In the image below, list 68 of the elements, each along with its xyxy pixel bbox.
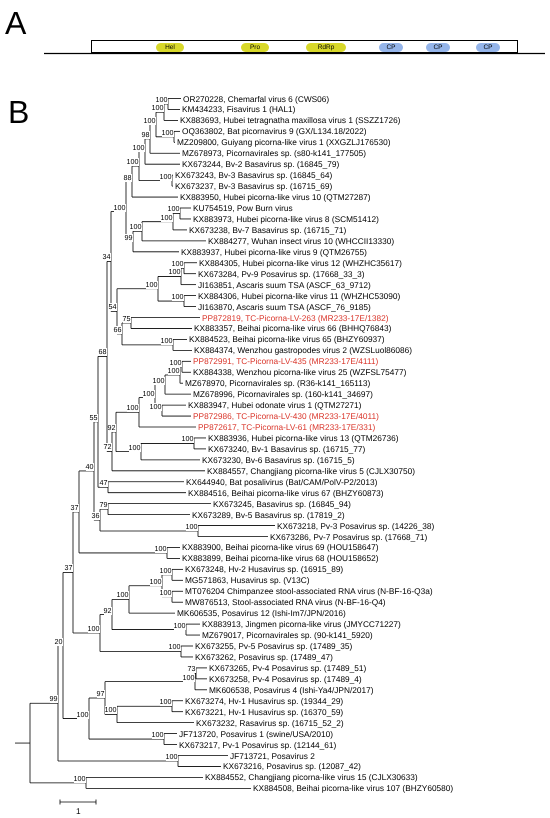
taxon-label: MZ678996, Picornavirales sp. (160-k141_34697)	[193, 389, 373, 400]
taxon-label: JI163870, Ascaris suum TSA (ASCF_76_9185)	[198, 302, 371, 312]
taxon-label: PP872986, TC-Picorna-LV-430 (MR233-17E/4011)	[193, 411, 379, 422]
taxon-label: KX673232, Rasavirus sp. (16715_52_2)	[196, 718, 344, 728]
taxon-label: MZ209800, Guiyang picorna-like virus 1 (XXGZLJ176530)	[177, 137, 391, 148]
taxon-label: KX884523, Beihai picorna-like virus 65 (BHZY60937)	[189, 334, 385, 344]
taxon-label: KX673265, Pv-4 Posavirus sp. (17489_51)	[209, 662, 366, 673]
taxon-label: OQ363802, Bat picornavirus 9 (GX/L134.18/2022)	[182, 126, 366, 136]
taxon-label: KX884277, Wuhan insect virus 10 (WHCCII13330)	[208, 236, 394, 246]
taxon-label: KX673218, Pv-3 Posavirus sp. (14226_38)	[277, 520, 434, 531]
taxon-label: KX673217, Pv-1 Posavirus sp. (12144_61)	[179, 740, 336, 750]
panel-letter: B	[8, 96, 30, 128]
taxon-label: MZ678970, Picornavirales sp. (R36-k141_165113)	[185, 378, 370, 388]
taxon-label: KX884306, Hubei picorna-like virus 11 (WHZHC53090)	[198, 290, 400, 301]
taxon-label: KX673255, Pv-5 Posavirus sp. (17489_35)	[195, 641, 352, 651]
taxon-label: KX673243, Bv-3 Basavirus sp. (16845_64)	[175, 170, 332, 180]
taxon-label: MZ678973, Picornavirales sp. (s80-k141_177505)	[182, 148, 366, 158]
taxon-label: KU754519, Pow Burn virus	[193, 203, 293, 213]
taxon-label: MZ679017, Picornavirales sp. (90-k141_5920)	[202, 630, 373, 640]
taxon-label: KX883693, Hubei tetragnatha maxillosa virus 1 (SSZZ1726)	[180, 115, 400, 126]
taxon-label: KX883357, Beihai picorna-like virus 66 (BHHQ76843)	[194, 323, 392, 334]
taxon-label: PP872819, TC-Picorna-LV-263 (MR233-17E/1382)	[202, 312, 388, 322]
taxon-label: KX644940, Bat posalivirus (Bat/CAM/PolV-P2/2013)	[186, 476, 378, 487]
taxon-label: KX673240, Bv-1 Basavirus sp. (16715_77)	[208, 444, 366, 454]
taxon-label: KX884374, Wenzhou gastropodes virus 2 (WZSLuol86086)	[194, 345, 412, 356]
taxon-label: KX883973, Hubei picorna-like virus 8 (SCM51412)	[193, 214, 379, 224]
taxon-label: KX673238, Bv-7 Basavirus sp. (16715_71)	[189, 224, 346, 235]
taxon-label: KX673289, Bv-5 Basavirus sp. (17819_2)	[192, 510, 345, 520]
taxon-label: KX673258, Pv-4 Posavirus sp. (17489_4)	[209, 674, 362, 684]
panel-letter: A	[5, 7, 26, 39]
taxon-label: KX673230, Bv-6 Basavirus sp. (16715_5)	[202, 454, 355, 465]
taxon-label: OR270228, Chemarfal virus 6 (CWS06)	[183, 94, 330, 104]
taxon-label: KX883900, Beihai picorna-like virus 69 (HOU158647)	[182, 542, 378, 552]
taxon-label: JI163851, Ascaris suum TSA (ASCF_63_9712)	[198, 280, 371, 290]
taxon-label: KX883947, Hubei odonate virus 1 (QTM27271)	[188, 400, 362, 410]
taxon-label: PP872617, TC-Picorna-LV-61 (MR233-17E/331)	[198, 422, 376, 432]
taxon-label: MG571863, Husavirus sp. (V13C)	[185, 575, 310, 586]
taxon-label: JF713720, Posavirus 1 (swine/USA/2010)	[179, 728, 334, 739]
taxon-label: KX884557, Changjiang picorna-like virus 5 (CJLX30750)	[207, 466, 416, 476]
taxon-label: MW876513, Stool-associated RNA virus (N-BF-16-Q4)	[185, 597, 386, 608]
taxon-label: KX673221, Hv-1 Husavirus sp. (16370_59)	[185, 706, 344, 717]
scale-label: 1	[76, 806, 81, 816]
taxon-label: KX673262, Posavirus sp. (17489_47)	[195, 652, 333, 662]
taxon-label: KX883950, Hubei picorna-like virus 10 (QTM27287)	[180, 192, 370, 202]
taxon-label: MK606538, Posavirus 4 (Ishi-Ya4/JPN/2017)	[209, 684, 374, 695]
taxon-label: KX673248, Hv-2 Husavirus sp. (16915_89)	[185, 564, 344, 574]
taxon-label: PP872991, TC-Picorna-LV-435 (MR233-17E/4111)	[193, 356, 378, 366]
taxon-label: KX883913, Jingmen picorna-like virus (JMYCC71227)	[202, 619, 401, 630]
taxon-label: MT076204 Chimpanzee stool-associated RNA virus (N-BF-16-Q3a)	[185, 586, 433, 596]
taxon-label: JF713721, Posavirus 2	[230, 750, 315, 760]
taxon-label: KX884305, Hubei picorna-like virus 12 (WHZHC35617)	[199, 258, 402, 268]
taxon-label: KX884516, Beihai picorna-like virus 67 (BHZY60873)	[188, 488, 384, 498]
taxon-label: KM434233, Fisavirus 1 (HAL1)	[182, 104, 296, 114]
taxon-label: KX673245, Basavirus sp. (16845_94)	[213, 498, 351, 509]
taxon-label: KX673284, Pv-9 Posavirus sp. (17668_33_3)	[198, 268, 365, 279]
taxon-label: MK606535, Posavirus 12 (Ishi-Im7/JPN/2016)	[177, 608, 346, 618]
taxon-label: KX673237, Bv-3 Basavirus sp. (16715_69)	[175, 181, 332, 192]
taxon-label: KX673286, Pv-7 Posavirus sp. (17668_71)	[270, 532, 428, 542]
taxon-label: KX673216, Posavirus sp. (12087_42)	[223, 761, 361, 772]
taxon-label: KX884338, Wenzhou picorna-like virus 25 (WZFSL75477)	[193, 367, 406, 378]
taxon-label: KX673274, Hv-1 Husavirus sp. (19344_29)	[185, 696, 344, 706]
taxon-label: KX883936, Hubei picorna-like virus 13 (QTM26736)	[208, 432, 398, 443]
taxon-label: KX883899, Beihai picorna-like virus 68 (HOU158652)	[182, 553, 378, 564]
taxon-label: KX884552, Changjiang picorna-like virus 15 (CJLX30633)	[205, 772, 418, 782]
taxon-label: KX884508, Beihai picorna-like virus 107 (BHZY60580)	[253, 783, 454, 794]
taxon-label: KX883937, Hubei picorna-like virus 9 (QTM26755)	[181, 246, 367, 257]
genome-box	[91, 40, 518, 53]
taxon-label: KX673244, Bv-2 Basavirus sp. (16845_79)	[182, 159, 340, 170]
